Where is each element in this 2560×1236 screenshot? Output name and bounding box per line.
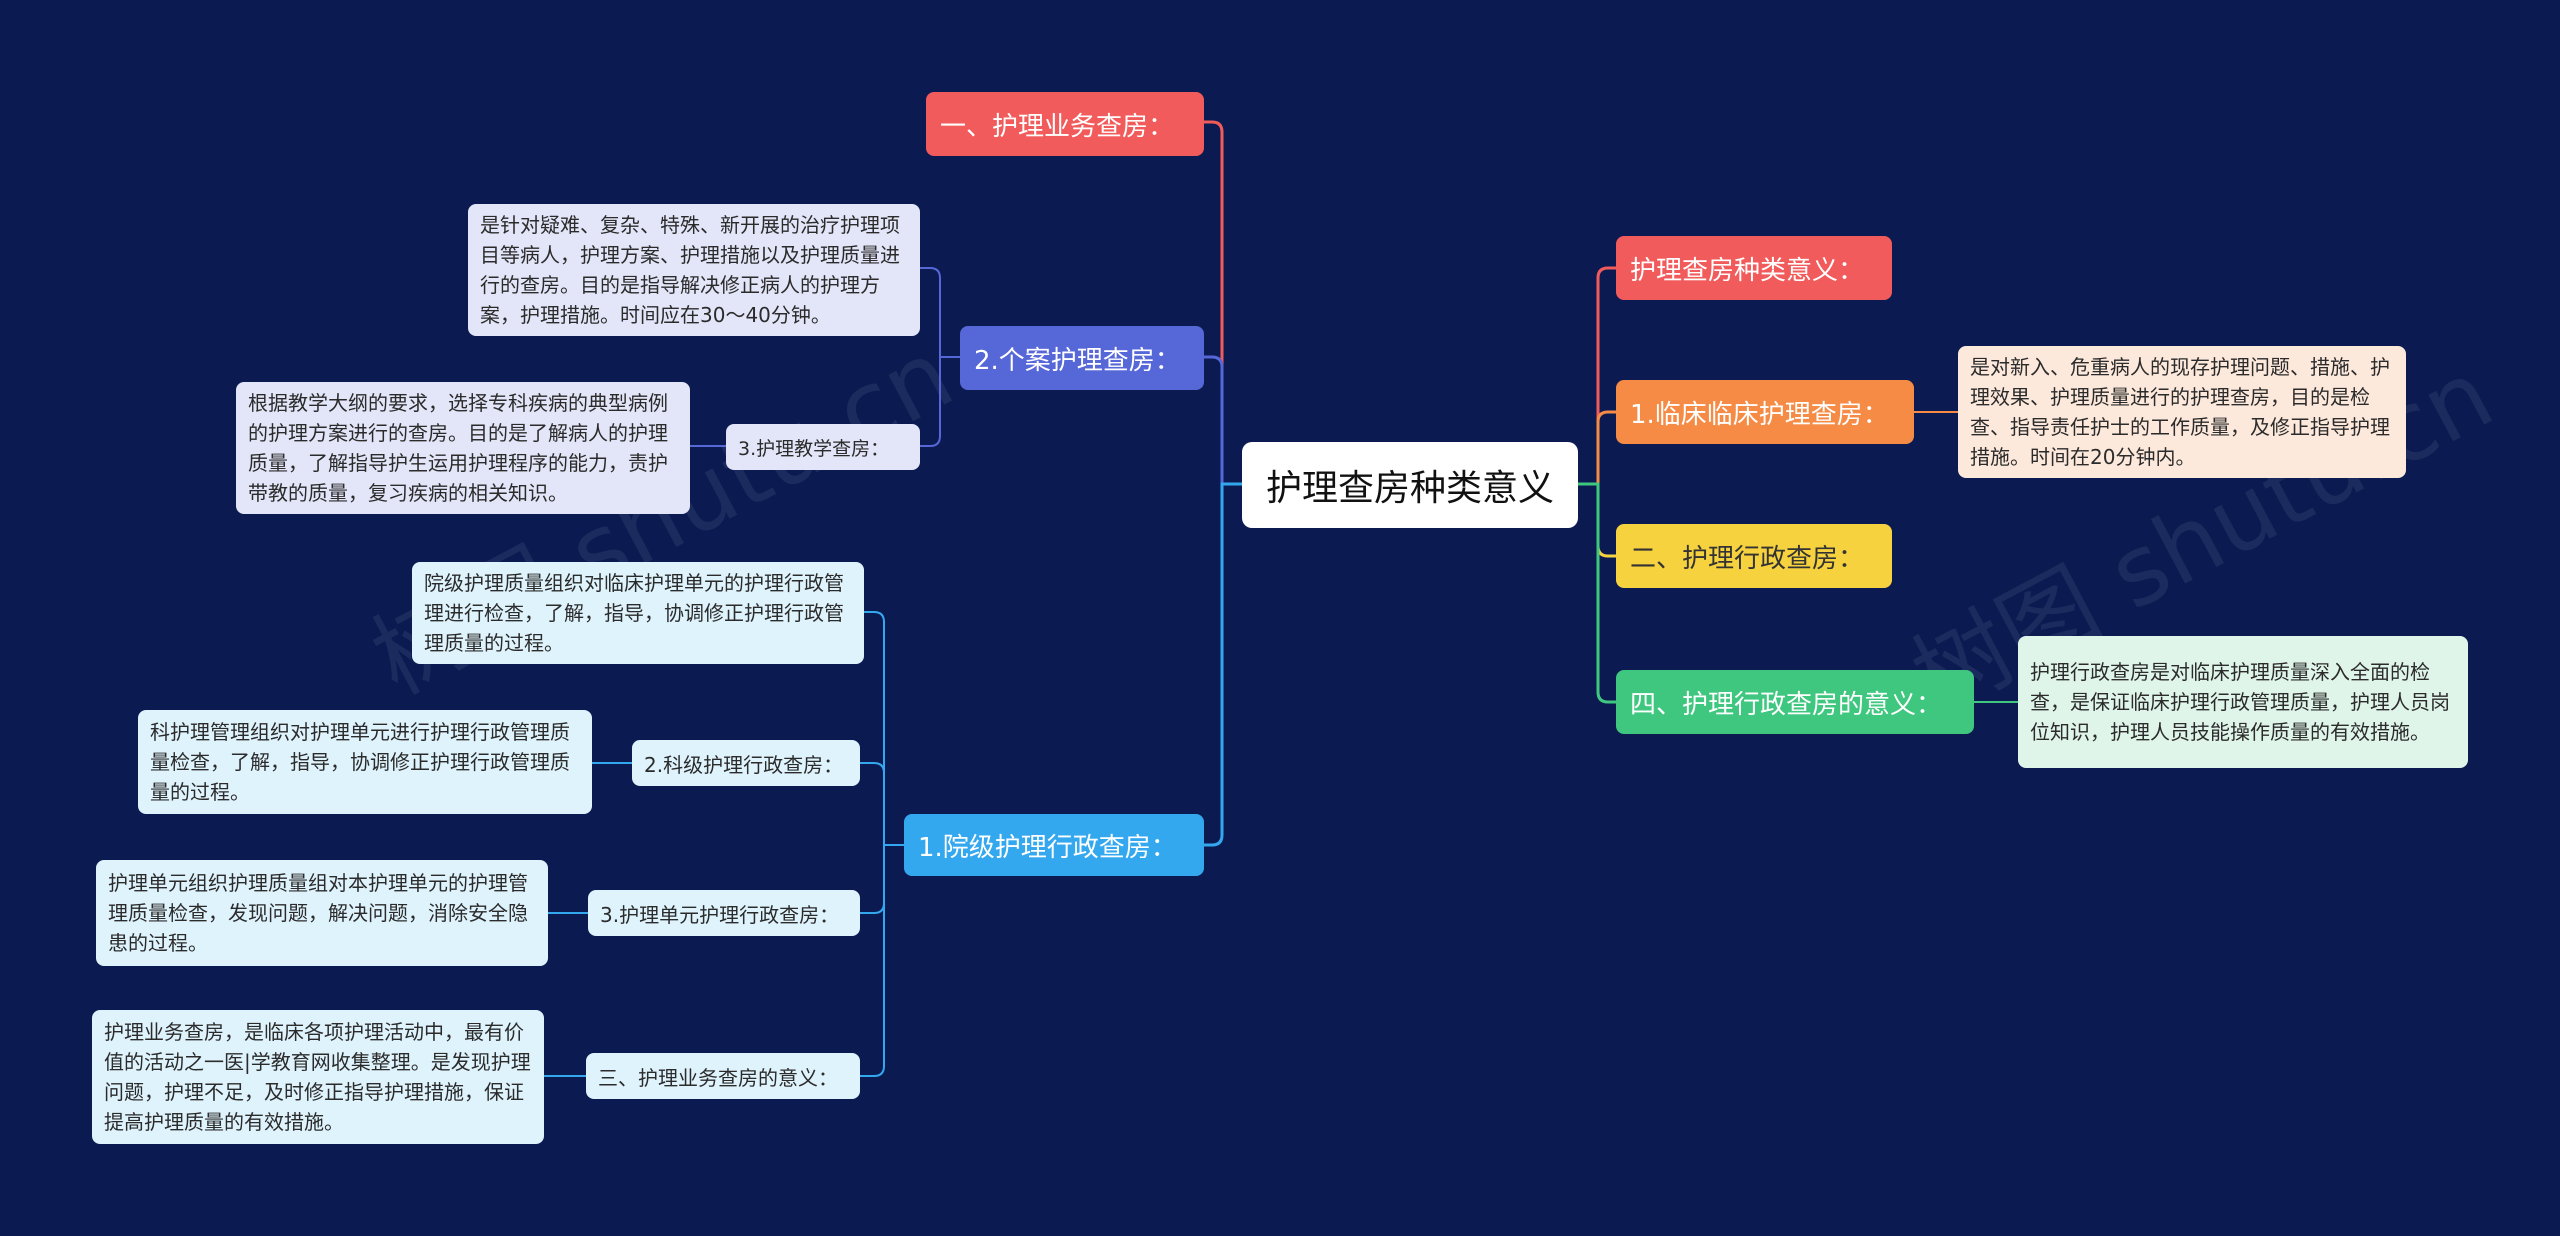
sub-unit-admin-rounds[interactable]: 3.护理单元护理行政查房： [588,890,860,936]
sub-teaching-rounds[interactable]: 3.护理教学查房： [726,424,920,470]
branch-rounds-types-meaning[interactable]: 护理查房种类意义： [1616,236,1892,300]
branch-case-nursing-rounds[interactable]: 2.个案护理查房： [960,326,1204,390]
leaf-clinical-nursing-description: 是对新入、危重病人的现存护理问题、措施、护理效果、护理质量进行的护理查房，目的是… [1958,346,2406,478]
branch-clinical-nursing-rounds[interactable]: 1.临床临床护理查房： [1616,380,1914,444]
leaf-case-nursing-description: 是针对疑难、复杂、特殊、新开展的治疗护理项目等病人，护理方案、护理措施以及护理质… [468,204,920,336]
branch-nursing-business-rounds[interactable]: 一、护理业务查房： [926,92,1204,156]
sub-department-admin-rounds[interactable]: 2.科级护理行政查房： [632,740,860,786]
branch-nursing-admin-rounds[interactable]: 二、护理行政查房： [1616,524,1892,588]
leaf-admin-rounds-meaning-description: 护理行政查房是对临床护理质量深入全面的检查，是保证临床护理行政管理质量，护理人员… [2018,636,2468,768]
leaf-teaching-rounds-description: 根据教学大纲的要求，选择专科疾病的典型病例的护理方案进行的查房。目的是了解病人的… [236,382,690,514]
root-node[interactable]: 护理查房种类意义 [1242,442,1578,528]
leaf-business-rounds-meaning-description: 护理业务查房，是临床各项护理活动中，最有价值的活动之一医|学教育网收集整理。是发… [92,1010,544,1144]
sub-business-rounds-meaning[interactable]: 三、护理业务查房的意义： [586,1053,860,1099]
leaf-unit-admin-description: 护理单元组织护理质量组对本护理单元的护理管理质量检查，发现问题，解决问题，消除安… [96,860,548,966]
branch-admin-rounds-meaning[interactable]: 四、护理行政查房的意义： [1616,670,1974,734]
leaf-department-admin-description: 科护理管理组织对护理单元进行护理行政管理质量检查，了解，指导，协调修正护理行政管… [138,710,592,814]
leaf-hospital-admin-description: 院级护理质量组织对临床护理单元的护理行政管理进行检查，了解，指导，协调修正护理行… [412,562,864,664]
branch-hospital-admin-rounds[interactable]: 1.院级护理行政查房： [904,814,1204,876]
